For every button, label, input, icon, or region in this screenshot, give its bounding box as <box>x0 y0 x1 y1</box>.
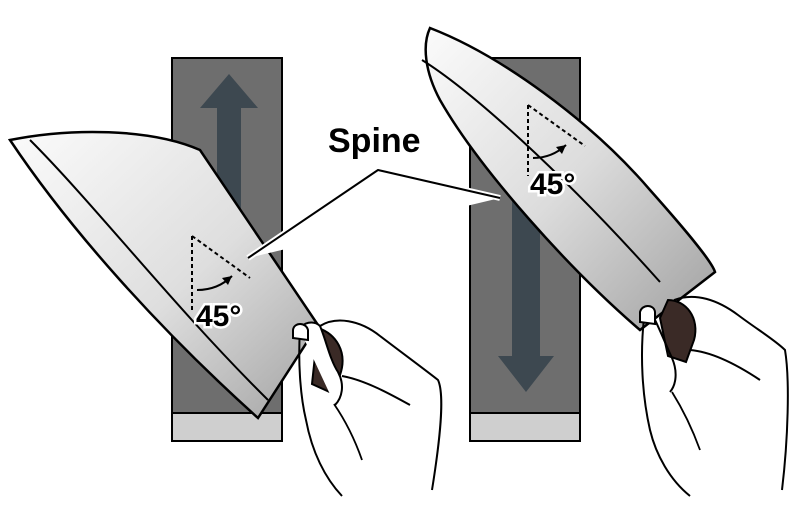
right-angle-label: 45° <box>530 168 575 201</box>
spine-callout: Spine <box>246 122 501 261</box>
left-angle-marker: 45° <box>191 235 251 336</box>
left-hand <box>292 319 443 497</box>
left-panel: 45° <box>7 57 443 497</box>
right-panel: 45° <box>421 26 789 497</box>
left-knife-blade <box>7 130 320 420</box>
right-hand <box>639 295 789 497</box>
spine-leader-line <box>247 169 501 259</box>
right-knife-handle <box>658 298 697 364</box>
right-angle-marker: 45° <box>527 104 586 204</box>
spine-label: Spine <box>328 122 421 160</box>
left-stone-base <box>171 412 283 442</box>
right-stone-base <box>469 412 581 442</box>
left-angle-label: 45° <box>196 300 241 333</box>
right-knife-blade <box>421 26 717 332</box>
